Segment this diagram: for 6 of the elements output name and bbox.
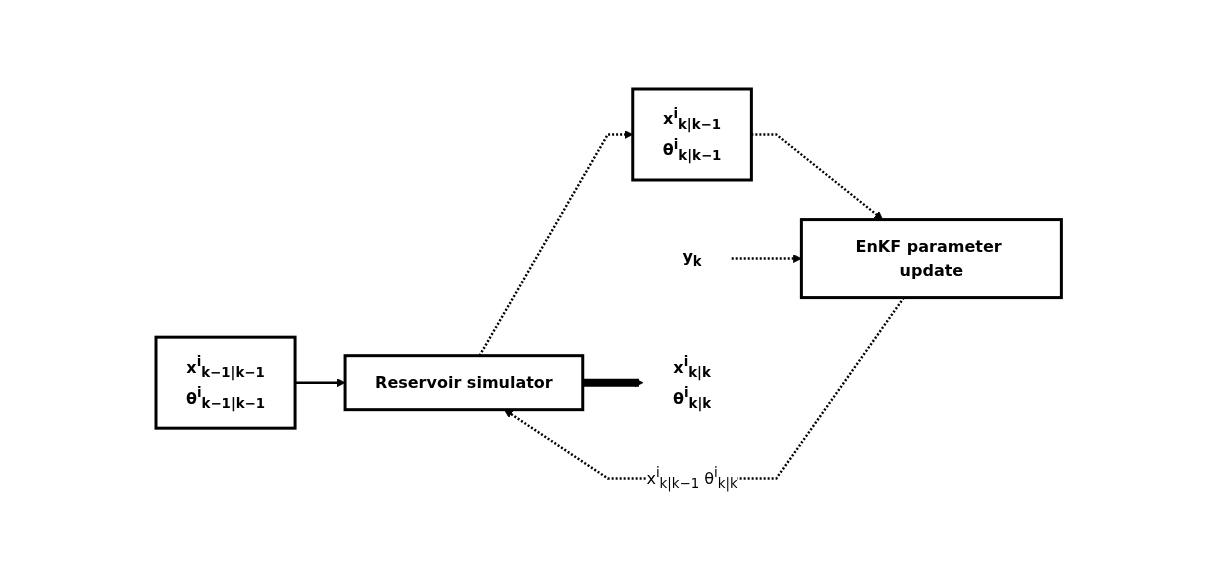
arrow <box>478 129 633 356</box>
node-box: EnKF parameter update <box>799 217 1063 299</box>
node-text: y$_{k}$ <box>682 246 702 269</box>
arrow <box>582 377 644 387</box>
node-box: Reservoir simulator <box>343 353 585 411</box>
arrow <box>731 253 802 263</box>
